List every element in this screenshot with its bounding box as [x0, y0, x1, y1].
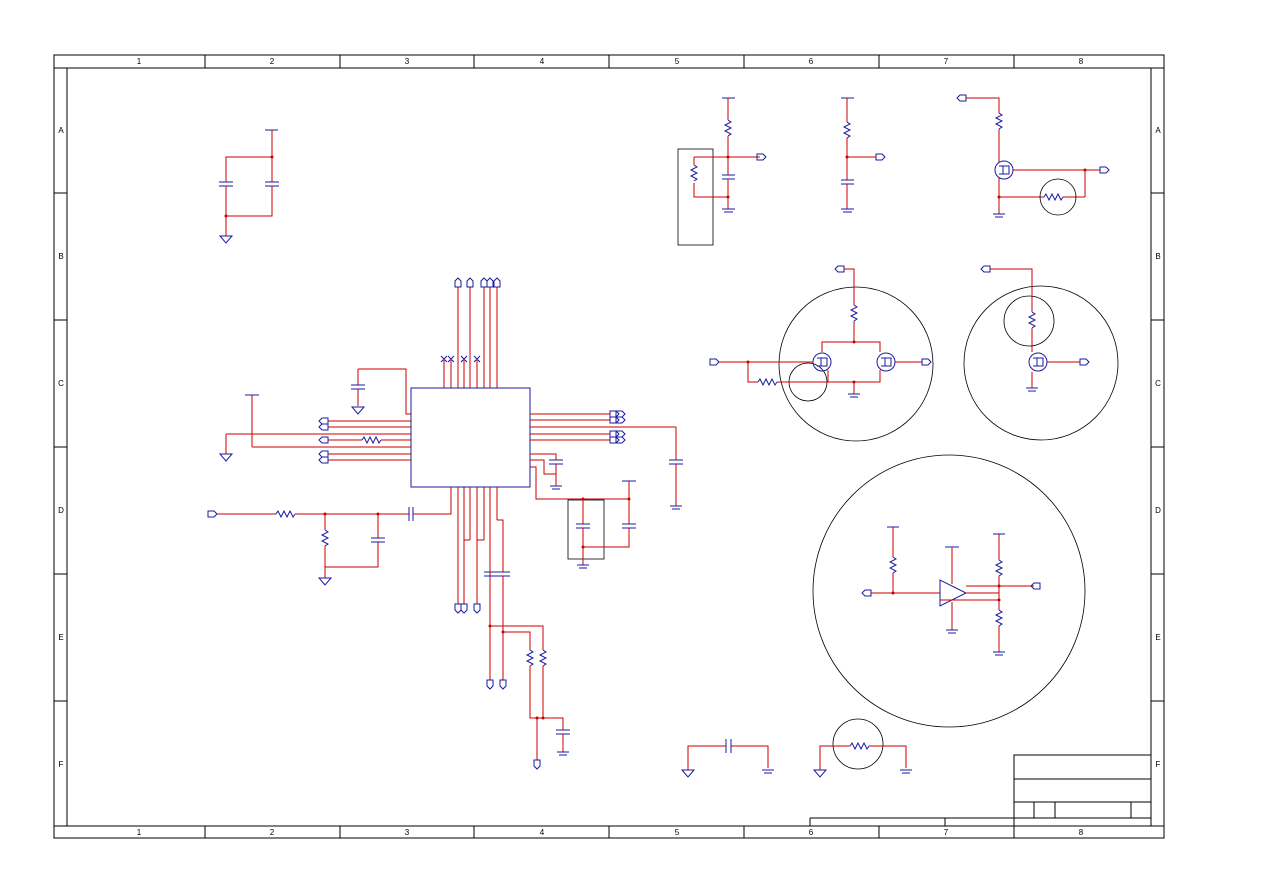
ic-supply-cap	[350, 368, 411, 415]
row-label: E	[1155, 633, 1160, 642]
col-label: 4	[540, 57, 545, 66]
col-label: 8	[1079, 828, 1084, 837]
col-label: 7	[944, 57, 949, 66]
col-label: 6	[809, 828, 814, 837]
col-label: 2	[270, 828, 275, 837]
row-label: F	[1156, 760, 1161, 769]
row-label: C	[58, 379, 64, 388]
opamp-stage	[812, 454, 1086, 728]
single-mosfet-stage	[963, 265, 1119, 441]
mosfet-switch-a7	[956, 94, 1110, 218]
opamp-icon	[939, 579, 968, 607]
col-label: 5	[675, 828, 680, 837]
row-label: D	[58, 506, 64, 515]
title-block	[809, 754, 1152, 827]
ic-bottom-pins	[454, 487, 570, 770]
mosfet-icon	[1028, 352, 1048, 372]
row-label: C	[1155, 379, 1161, 388]
main-ic	[207, 277, 683, 770]
col-label: 3	[405, 57, 410, 66]
pullup-network-a6	[841, 97, 886, 213]
row-label: D	[1155, 506, 1161, 515]
row-label: F	[59, 760, 64, 769]
row-labels-right: A B C D E F	[1155, 126, 1161, 769]
ic-right-pins	[530, 410, 683, 510]
coupling-capacitor-f5	[680, 739, 774, 778]
ic-top-pins	[440, 277, 501, 388]
column-dividers	[204, 55, 1015, 838]
mosfet-icon	[876, 352, 896, 372]
ground-icon	[218, 453, 234, 462]
column-labels-top: 1 2 3 4 5 6 7 8	[137, 57, 1084, 66]
col-label: 1	[137, 828, 142, 837]
ground-icon	[680, 769, 696, 778]
col-label: 1	[137, 57, 142, 66]
col-label: 4	[540, 828, 545, 837]
drawing-frame	[53, 54, 1165, 839]
series-resistor-f6	[812, 718, 912, 778]
ground-icon	[812, 769, 828, 778]
row-label: A	[58, 126, 64, 135]
ground-icon	[317, 577, 333, 586]
row-label: B	[1155, 252, 1160, 261]
col-label: 3	[405, 828, 410, 837]
ground-icon	[218, 235, 234, 244]
dual-mosfet-stage	[709, 265, 934, 442]
row-label: A	[1155, 126, 1161, 135]
col-label: 5	[675, 57, 680, 66]
decoupling-capacitor-pair	[218, 129, 279, 244]
pullup-network-a5	[677, 97, 767, 246]
row-dividers	[54, 192, 1164, 702]
ic-body	[410, 387, 531, 488]
row-label: B	[58, 252, 63, 261]
column-labels-bottom: 1 2 3 4 5 6 7 8	[137, 828, 1084, 837]
col-label: 8	[1079, 57, 1084, 66]
mosfet-icon	[812, 352, 832, 372]
col-label: 7	[944, 828, 949, 837]
mosfet-icon	[994, 160, 1014, 180]
boxed-capacitor-network	[567, 480, 636, 569]
row-label: E	[58, 633, 63, 642]
input-rc-network	[207, 487, 452, 586]
ic-left-pins	[218, 394, 411, 464]
row-labels-left: A B C D E F	[58, 126, 64, 769]
col-label: 2	[270, 57, 275, 66]
col-label: 6	[809, 57, 814, 66]
